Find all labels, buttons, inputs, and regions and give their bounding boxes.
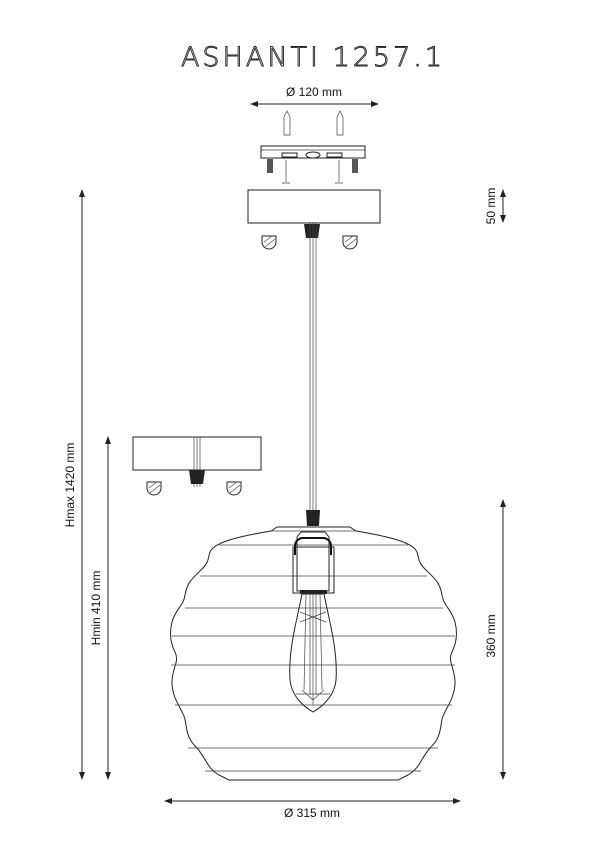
ceiling-canopy [247, 189, 381, 250]
canopy-diameter-label: Ø 120 mm [286, 85, 342, 99]
suspension-cable [306, 222, 320, 526]
edison-bulb [289, 593, 337, 713]
shade-height-label: 360 mm [484, 614, 498, 657]
glass-shade [170, 526, 457, 781]
shade-diameter-label: Ø 315 mm [284, 806, 340, 820]
shade-height-dimension: 360 mm [484, 499, 506, 780]
canopy-min-position [132, 436, 262, 496]
canopy-height-label: 50 mm [484, 188, 498, 225]
mounting-bracket [260, 110, 366, 184]
canopy-diameter-dimension: Ø 120 mm [250, 85, 379, 107]
min-height-label: Hmin 410 mm [89, 571, 103, 646]
canopy-height-dimension: 50 mm [484, 188, 506, 225]
max-height-dimension: Hmax 1420 mm [63, 189, 85, 780]
lamp-socket [292, 531, 335, 594]
max-height-label: Hmax 1420 mm [63, 443, 77, 528]
product-title: ASHANTI 1257.1 [181, 42, 445, 73]
min-height-dimension: Hmin 410 mm [89, 436, 111, 780]
shade-diameter-dimension: Ø 315 mm [164, 798, 461, 820]
